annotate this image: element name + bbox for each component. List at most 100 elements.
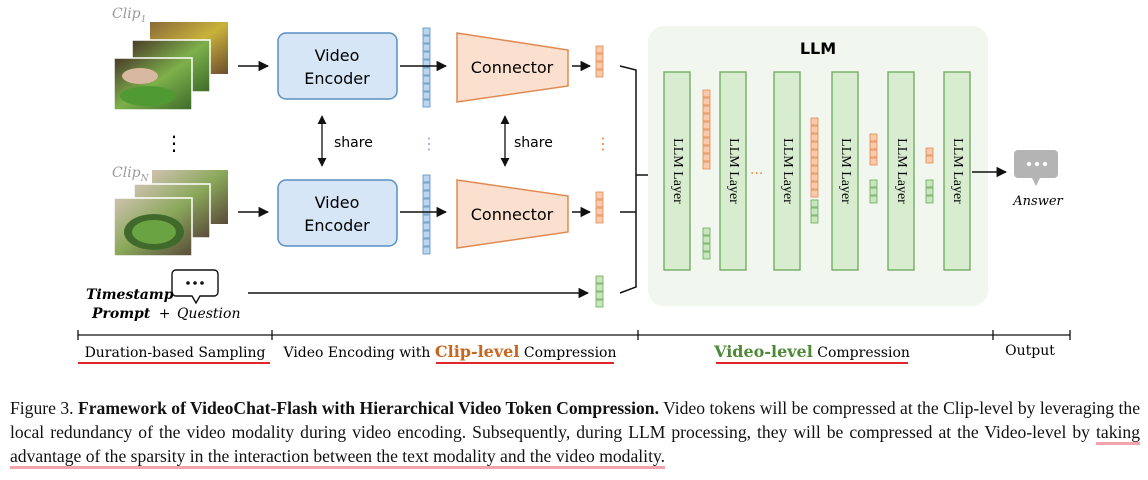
video-token [702,153,711,162]
llm-layer-label: LLM Layer [780,138,795,204]
blue-token [422,246,431,255]
llm-layer-label: LLM Layer [894,138,909,204]
stage-label-video-level: Video-level Compression [713,342,910,361]
blue-token [422,238,431,247]
orange-token [595,61,604,70]
llm-layer [719,71,747,271]
video-token [869,133,878,142]
blue-token [422,35,431,44]
blue-token-column-bottom [422,174,431,255]
stage-label-encoding: Video Encoding with Clip-level Compressi… [282,342,616,361]
orange-token [595,69,604,78]
video-token [702,121,711,130]
orange-token [595,207,604,216]
blue-token [422,182,431,191]
video-encoder-bottom: Video Encoder [277,179,398,247]
blue-token [422,83,431,92]
text-token [925,187,934,196]
text-token [810,199,819,208]
answer-bubble-icon [1014,150,1058,186]
llm-layer [943,71,971,271]
video-encoder-top: Video Encoder [277,32,398,100]
orange-token [595,215,604,224]
share-label-encoder: share [334,135,373,151]
video-token [869,141,878,150]
clip-1-label: Clip1 [112,6,146,25]
blue-token [422,99,431,108]
llm-layer [831,71,859,271]
video-token [810,189,819,198]
video-token [810,173,819,182]
video-token [702,97,711,106]
blue-token [422,91,431,100]
llm-layer-label: LLM Layer [838,138,853,204]
stage-axis [77,330,1071,340]
share-label-connector: share [514,135,553,151]
orange-tokens-ellipsis: ⋮ [595,134,611,153]
blue-token [422,190,431,199]
video-token [702,113,711,122]
svg-text:Video: Video [315,193,360,212]
llm-token-stacks [702,89,934,260]
blue-token [422,222,431,231]
llm-layer-label: LLM Layer [950,138,965,204]
clips-ellipsis: ⋮ [164,131,184,155]
video-token [810,125,819,134]
video-token [810,181,819,190]
blue-tokens-ellipsis: ⋮ [421,134,437,153]
blue-token [422,198,431,207]
text-token [810,215,819,224]
text-token [702,235,711,244]
blue-token [422,75,431,84]
blue-token [422,51,431,60]
orange-token [595,53,604,62]
text-token [925,195,934,204]
orange-token [595,199,604,208]
svg-text:Encoder: Encoder [304,216,370,235]
video-token [925,147,934,156]
text-token [702,227,711,236]
text-token [869,195,878,204]
video-token [702,105,711,114]
svg-text:Connector: Connector [471,58,554,77]
video-token [702,137,711,146]
llm-layer-label: LLM Layer [726,138,741,204]
video-token [810,117,819,126]
clip-1-frames [113,22,228,111]
blue-token [422,230,431,239]
blue-token [422,214,431,223]
blue-token-column-top [422,27,431,108]
llm-layer [887,71,915,271]
video-token [702,161,711,170]
svg-text:Connector: Connector [471,205,554,224]
video-token [702,89,711,98]
clip-n-frames [113,170,228,257]
text-token [925,179,934,188]
svg-text:Video: Video [315,46,360,65]
video-token [810,165,819,174]
text-token [702,251,711,260]
answer-label: Answer [1012,194,1063,209]
caption-figure-number: Figure 3. [10,398,74,418]
llm-title: LLM [800,39,836,58]
llm-layer [663,71,691,271]
text-token [595,299,604,308]
framework-diagram: Clip1 ⋮ ClipN Video Encoder Video Encode… [77,6,1071,364]
blue-token [422,174,431,183]
caption-body: Video tokens will be compressed at the C… [10,398,1141,442]
prompt-label-line1: Timestamp [86,287,174,303]
text-token [869,187,878,196]
text-token [869,179,878,188]
caption-title: Framework of VideoChat-Flash with Hierar… [77,398,659,418]
orange-token [595,45,604,54]
clip-n-label: ClipN [112,165,150,184]
video-token [869,149,878,158]
blue-token [422,27,431,36]
stage-label-output: Output [1005,343,1055,359]
video-token [869,157,878,166]
llm-layers: LLM Layer LLM Layer LLM Layer LLM Layer LLM … [663,71,971,271]
blue-token [422,43,431,52]
llm-layer-label: LLM Layer [670,138,685,204]
video-token [810,149,819,158]
figure-caption: Figure 3. Framework of VideoChat-Flash w… [10,396,1141,469]
